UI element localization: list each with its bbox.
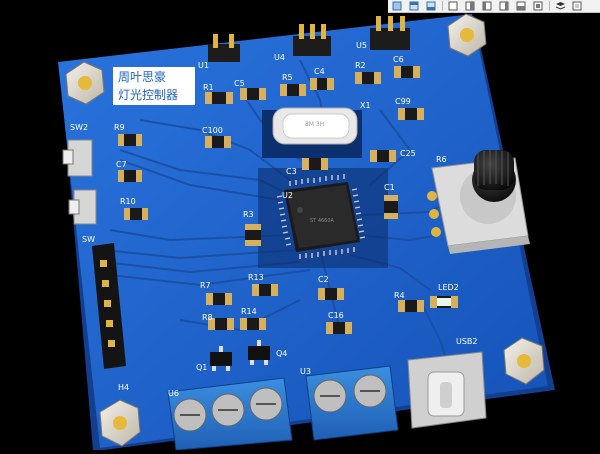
3d-view-button[interactable]	[391, 1, 404, 12]
svg-text:C4: C4	[314, 67, 325, 76]
mcu-u2: ST 4660A	[258, 168, 388, 268]
switch-sw2	[62, 139, 93, 177]
svg-text:R6: R6	[436, 155, 447, 164]
svg-text:R10: R10	[120, 197, 136, 206]
svg-text:C5: C5	[234, 79, 245, 88]
svg-text:U1: U1	[198, 61, 209, 70]
board-view-button[interactable]	[532, 1, 545, 12]
back-view-button[interactable]	[464, 1, 477, 12]
svg-text:8M 3H: 8M 3H	[305, 121, 324, 128]
front-view-button[interactable]	[447, 1, 460, 12]
back-view-icon	[465, 1, 475, 11]
svg-text:C2: C2	[318, 275, 329, 284]
left-view-icon	[482, 1, 492, 11]
svg-text:R2: R2	[355, 61, 366, 70]
svg-text:SW: SW	[82, 235, 95, 244]
usb-c-connector-usb2	[407, 351, 487, 429]
3d-view-icon	[392, 1, 402, 11]
svg-text:C100: C100	[202, 126, 223, 135]
front-view-icon	[448, 1, 458, 11]
left-view-button[interactable]	[481, 1, 494, 12]
mounting-hole-top-right	[447, 13, 487, 57]
pin-header-u1	[208, 34, 240, 62]
svg-text:U6: U6	[168, 389, 179, 398]
bottom-view-button[interactable]	[425, 1, 438, 12]
svg-text:R7: R7	[200, 281, 211, 290]
settings-button[interactable]	[571, 1, 584, 12]
iso-view-icon	[516, 1, 526, 11]
svg-text:周叶思豪: 周叶思豪	[118, 69, 166, 84]
settings-icon	[572, 1, 582, 11]
female-header-sw1	[92, 243, 126, 369]
svg-text:U4: U4	[274, 53, 285, 62]
svg-text:C6: C6	[393, 55, 404, 64]
layers-icon	[555, 2, 566, 10]
mounting-hole-top-left	[65, 61, 105, 105]
svg-text:C99: C99	[395, 97, 411, 106]
svg-text:X1: X1	[360, 101, 371, 110]
svg-text:R4: R4	[394, 291, 405, 300]
svg-text:R14: R14	[241, 307, 257, 316]
svg-text:R3: R3	[243, 210, 254, 219]
svg-text:C1: C1	[384, 183, 395, 192]
board-view-icon	[533, 1, 543, 11]
pin-header-u5	[370, 16, 410, 50]
crystal-x1: 8M 3H	[262, 107, 362, 158]
svg-text:R5: R5	[282, 73, 293, 82]
svg-text:C3: C3	[286, 167, 297, 176]
svg-text:ST 4660A: ST 4660A	[310, 218, 335, 224]
board-title-label: 周叶思豪 灯光控制器	[113, 67, 195, 105]
svg-text:R9: R9	[114, 123, 125, 132]
transistor-q1	[210, 346, 232, 371]
svg-text:C25: C25	[400, 149, 416, 158]
svg-text:R13: R13	[248, 273, 264, 282]
iso-view-button[interactable]	[515, 1, 528, 12]
svg-text:U3: U3	[300, 367, 311, 376]
toolbar-separator	[549, 1, 550, 11]
terminal-block-u6	[167, 377, 293, 451]
smd-components	[118, 66, 458, 334]
layers-button[interactable]	[554, 1, 567, 12]
silkscreen-labels: U1 U4 U5 C5 R5 C4 R2 C6 R1 X1 C99 SW2 R9…	[70, 41, 478, 398]
toolbar-separator	[442, 1, 443, 11]
svg-text:SW2: SW2	[70, 123, 88, 132]
top-view-icon	[409, 1, 419, 11]
svg-text:C16: C16	[328, 311, 344, 320]
switch-sw2-b	[68, 189, 97, 225]
svg-text:C7: C7	[116, 160, 127, 169]
svg-text:Q4: Q4	[276, 349, 287, 358]
terminal-block-u3	[305, 365, 399, 441]
svg-text:Q1: Q1	[196, 363, 207, 372]
svg-text:LED2: LED2	[438, 283, 459, 292]
view-toolbar	[388, 0, 600, 13]
potentiometer-r6	[427, 150, 530, 254]
transistor-q4	[248, 340, 270, 365]
right-view-button[interactable]	[498, 1, 511, 12]
svg-text:U2: U2	[282, 191, 293, 200]
svg-text:R8: R8	[202, 313, 213, 322]
svg-text:U5: U5	[356, 41, 367, 50]
svg-text:USB2: USB2	[456, 337, 478, 346]
svg-text:H4: H4	[118, 383, 129, 392]
top-view-button[interactable]	[408, 1, 421, 12]
svg-text:灯光控制器: 灯光控制器	[118, 88, 178, 102]
mounting-hole-bottom-left	[99, 399, 141, 447]
right-view-icon	[499, 1, 509, 11]
bottom-view-icon	[426, 1, 436, 11]
pin-header-u4	[293, 24, 331, 56]
svg-text:R1: R1	[203, 83, 214, 92]
mounting-hole-bottom-right	[503, 337, 545, 385]
